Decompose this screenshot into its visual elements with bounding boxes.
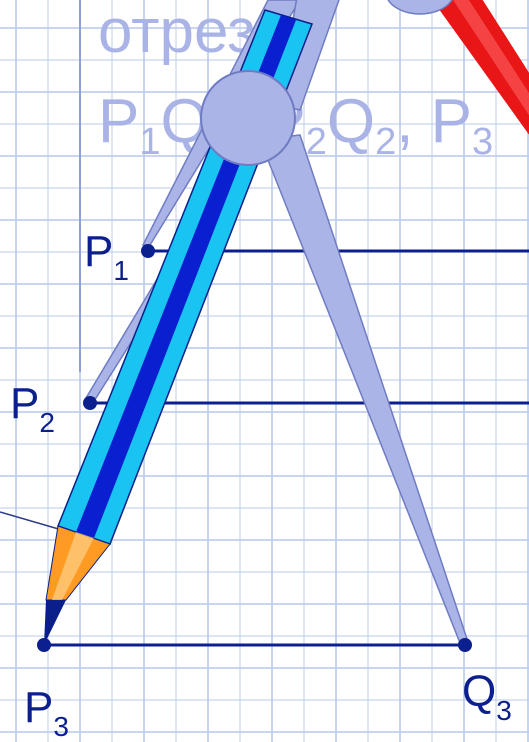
tangent-line: [0, 511, 63, 531]
point-p1: [141, 244, 155, 258]
compass-hinge: [200, 70, 296, 166]
red-pencil-icon: [432, 0, 529, 135]
points: [37, 244, 472, 652]
label-p1: P1: [84, 227, 129, 286]
point-p2: [83, 396, 97, 410]
point-q3: [458, 638, 472, 652]
label-p3: P3: [24, 683, 69, 742]
label-q3: Q3: [462, 667, 512, 726]
point-labels: P1 P2 P3 Q3: [10, 227, 512, 742]
label-p2: P2: [10, 379, 55, 438]
point-p3: [37, 638, 51, 652]
